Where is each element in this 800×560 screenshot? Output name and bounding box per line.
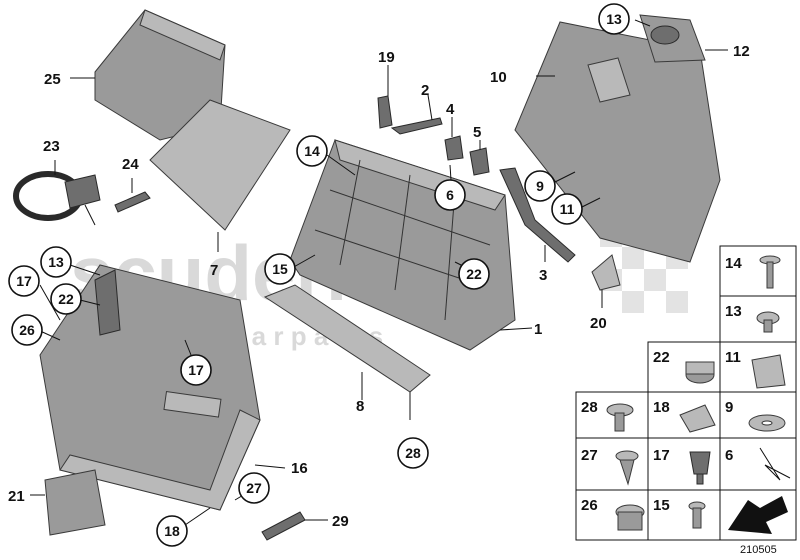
part-4-clip [444,117,464,161]
callout-11: 11 [560,201,575,217]
part-23-cable-loop [13,160,101,226]
legend-15: 15 [653,497,670,514]
legend-14: 14 [725,255,742,272]
label-16: 16 [291,460,308,477]
label-25: 25 [44,71,61,88]
callout-13-handle: 13 [606,11,622,27]
arrow-icon [728,496,788,534]
label-20: 20 [590,315,607,332]
callout-9: 9 [536,178,544,194]
callout-26: 26 [19,322,35,338]
callout-22-housing: 22 [58,291,74,307]
part-3-damper-rod [499,167,576,263]
callout-14: 14 [304,143,320,159]
diagram-id: 210505 [740,544,777,556]
label-21: 21 [8,488,25,505]
spring-clip-icon [759,447,791,481]
part-10-glovebox-lid [514,21,721,263]
label-10: 10 [490,69,507,86]
part-12-lid-handle [639,14,728,63]
part-19-bracket [377,65,393,129]
legend-6: 6 [725,447,733,464]
washer-icon [748,414,786,432]
screw-icon [759,255,781,289]
hardware-legend: 14 13 22 11 28 18 9 27 17 6 26 15 [575,245,797,541]
callout-15: 15 [272,261,288,277]
label-3: 3 [539,267,547,284]
part-21-foam-pad [30,469,106,536]
clip-icon [751,354,786,389]
label-4: 4 [446,101,455,118]
legend-11: 11 [725,349,741,366]
part-2-lever [390,94,443,135]
label-24: 24 [122,156,139,173]
part-24-pin [114,178,151,213]
part-5-clip [469,140,490,176]
part-8-trim-strip [263,284,431,420]
label-2: 2 [421,82,429,99]
callout-22-frame: 22 [466,266,482,282]
screw-icon [756,311,780,333]
screw-icon [606,403,634,432]
callout-18: 18 [164,523,180,539]
legend-17: 17 [653,447,670,464]
legend-18: 18 [653,399,670,416]
part-labels: 25 23 24 7 19 2 4 5 10 12 3 20 1 8 16 21… [8,43,777,556]
rivet-icon [615,450,639,486]
label-29: 29 [332,513,349,530]
legend-13: 13 [725,303,742,320]
label-1: 1 [534,321,542,338]
part-29-latch-rod [261,511,328,541]
label-8: 8 [356,398,364,415]
screw-icon [688,501,706,529]
callout-17-left: 17 [16,273,32,289]
gear-icon [685,361,715,384]
callout-13-housing: 13 [48,254,64,270]
callout-17-housing: 17 [188,362,204,378]
label-23: 23 [43,138,60,155]
label-19: 19 [378,49,395,66]
label-12: 12 [733,43,750,60]
legend-26: 26 [581,497,598,514]
nut-clip-icon [679,404,716,433]
part-7-liner-mat [149,99,291,252]
callout-6: 6 [446,187,454,203]
bumper-icon [689,451,711,485]
legend-9: 9 [725,399,733,416]
callout-27: 27 [246,480,262,496]
callout-28: 28 [405,445,421,461]
nut-icon [615,504,645,531]
circled-callouts: 13 14 6 9 11 15 22 13 17 22 26 17 28 27 … [8,3,630,547]
legend-27: 27 [581,447,598,464]
label-5: 5 [473,124,481,141]
label-7: 7 [210,262,218,279]
part-16-glovebox-housing [39,264,286,511]
part-20-hook [591,254,621,308]
legend-28: 28 [581,399,598,416]
legend-22: 22 [653,349,670,366]
